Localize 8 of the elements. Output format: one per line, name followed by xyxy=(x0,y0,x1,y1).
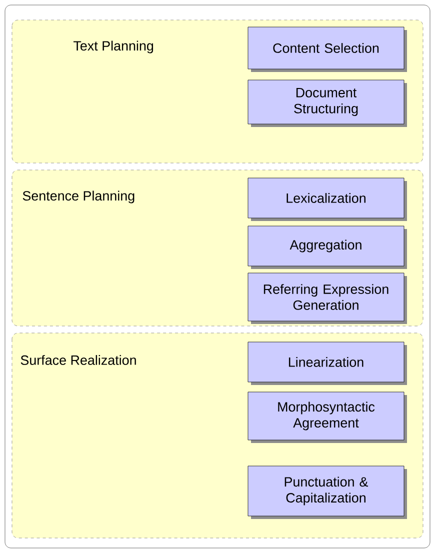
process-box: Lexicalization xyxy=(248,178,407,221)
process-box: Linearization xyxy=(248,342,407,385)
process-box: Morphosyntactic Agreement xyxy=(248,392,407,443)
process-box: Punctuation & Capitalization xyxy=(248,466,407,519)
process-box: Referring Expression Generation xyxy=(248,272,407,324)
process-box: Content Selection xyxy=(248,26,407,72)
process-box: Aggregation xyxy=(248,226,407,269)
process-box: Document Structuring xyxy=(248,80,407,127)
